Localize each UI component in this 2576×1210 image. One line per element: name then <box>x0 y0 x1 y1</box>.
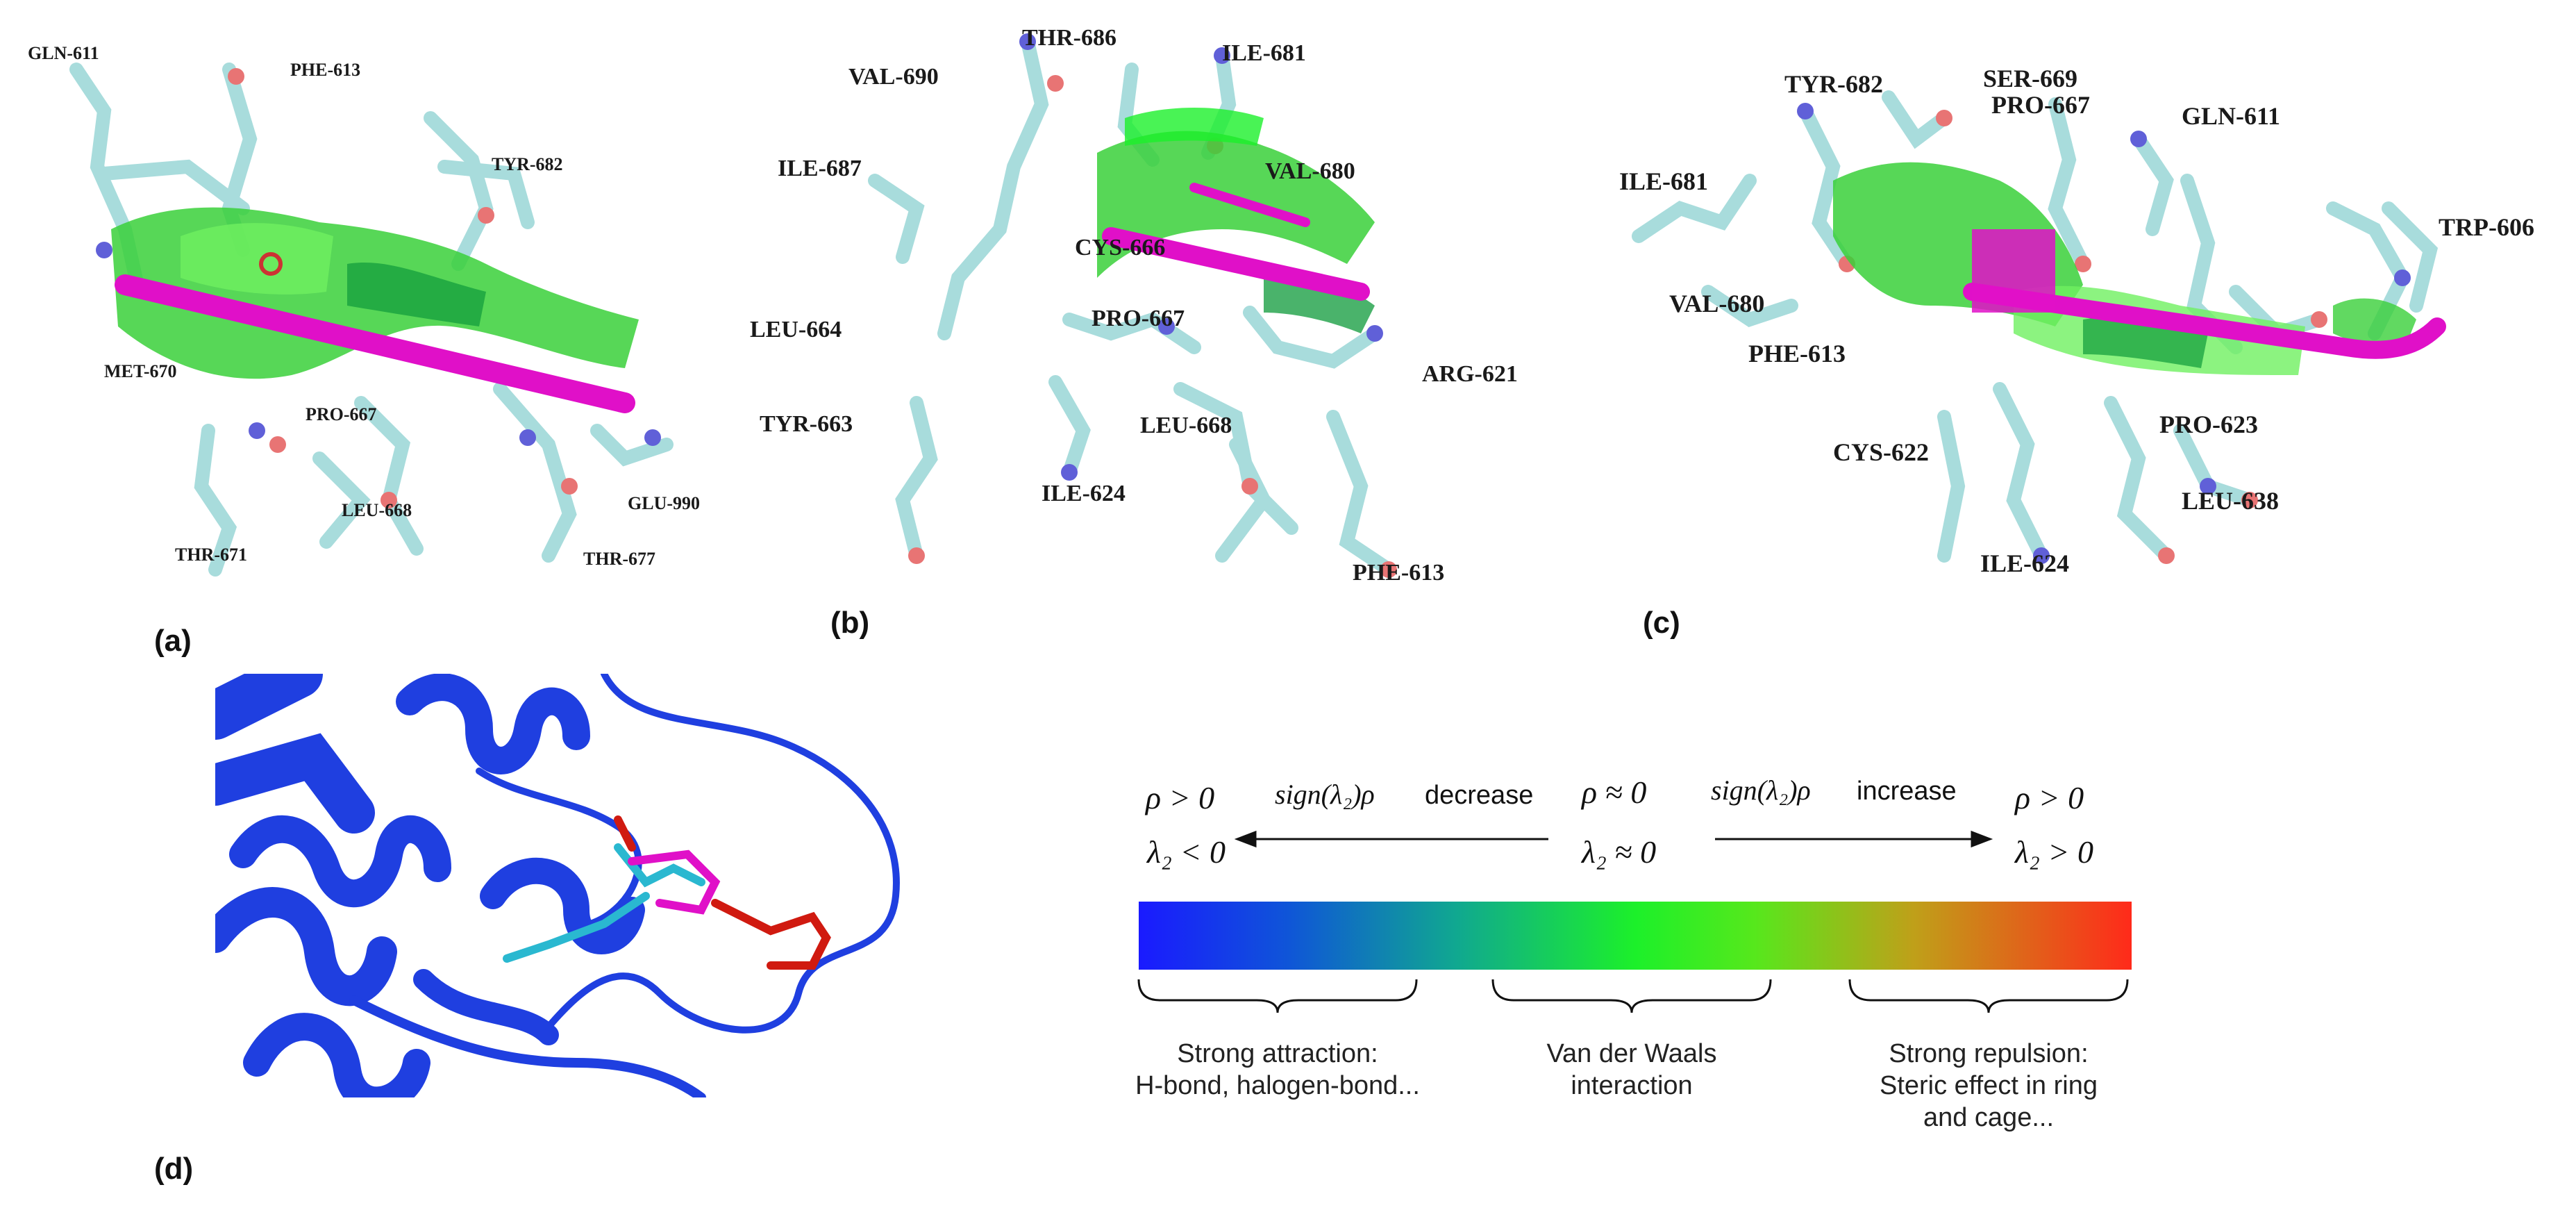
panel-a-molecule-render <box>69 63 674 577</box>
residue-label-val-680: VAL-680 <box>1669 290 1765 317</box>
residue-label-trp-606: TRP-606 <box>2439 213 2534 241</box>
panel-c-molecule-render <box>1632 90 2446 564</box>
residue-label-ile-624: ILE-624 <box>1980 549 2070 577</box>
residue-label-phe-613: PHE-613 <box>290 60 361 80</box>
residue-label-thr-686: THR-686 <box>1022 25 1116 51</box>
panel-c-label: (c) <box>1643 606 1680 640</box>
panel-d <box>215 674 944 1097</box>
residue-label-cys-666: CYS-666 <box>1075 235 1166 260</box>
residue-label-cys-622: CYS-622 <box>1833 438 1930 466</box>
residue-label-tyr-682: TYR-682 <box>492 154 563 174</box>
residue-label-pro-623: PRO-623 <box>2159 411 2258 438</box>
residue-label-ile-687: ILE-687 <box>778 156 862 181</box>
legend-left-rho: ρ > 0 <box>1146 780 1215 815</box>
panel-b: THR-686 ILE-681 VAL-690 ILE-687 VAL-680 … <box>736 0 1569 611</box>
arrow-left-math: sign(λ₂)ρ <box>1275 779 1375 810</box>
residue-label-phe-613: PHE-613 <box>1748 340 1846 367</box>
panel-a: GLN-611 PHE-613 TYR-682 MET-670 PRO-667 … <box>0 0 764 611</box>
residue-label-gln-611: GLN-611 <box>2182 102 2281 130</box>
residue-label-arg-621: ARG-621 <box>1422 361 1518 387</box>
nci-colorbar <box>1139 902 2132 970</box>
residue-label-glu-990: GLU-990 <box>628 493 700 513</box>
residue-label-ile-681: ILE-681 <box>1619 167 1709 195</box>
residue-label-val-680: VAL-680 <box>1265 158 1355 184</box>
residue-label-leu-668: LEU-668 <box>1140 413 1232 438</box>
residue-label-tyr-682: TYR-682 <box>1784 70 1883 98</box>
residue-label-val-690: VAL-690 <box>848 64 939 90</box>
residue-label-ile-681: ILE-681 <box>1222 40 1306 66</box>
panel-d-label: (d) <box>154 1152 194 1186</box>
legend-right-rho: ρ > 0 <box>2015 780 2084 815</box>
panel-a-label: (a) <box>154 624 192 658</box>
residue-label-leu-668: LEU-668 <box>342 500 412 520</box>
residue-label-thr-677: THR-677 <box>583 549 655 569</box>
legend-right-lambda: λ₂ > 0 <box>2015 834 2093 870</box>
panel-b-label: (b) <box>830 606 870 640</box>
arrow-left-word: decrease <box>1425 781 1534 810</box>
arrow-right-math: sign(λ₂)ρ <box>1711 774 1811 806</box>
desc-vdw: Van der Waals interaction <box>1546 1039 1717 1100</box>
residue-label-ser-669: SER-669 <box>1983 65 2078 92</box>
residue-label-leu-638: LEU-638 <box>2182 487 2280 515</box>
residue-label-gln-611: GLN-611 <box>28 43 99 63</box>
residue-label-ile-624: ILE-624 <box>1042 481 1126 506</box>
legend-left-lambda: λ₂ < 0 <box>1147 834 1226 870</box>
residue-label-phe-613: PHE-613 <box>1353 560 1445 586</box>
residue-label-leu-664: LEU-664 <box>750 317 842 342</box>
arrow-right-word: increase <box>1857 777 1957 806</box>
panel-b-molecule-render <box>868 33 1397 578</box>
residue-label-pro-667: PRO-667 <box>306 404 377 424</box>
panel-c: TYR-682 SER-669 PRO-667 GLN-611 ILE-681 … <box>1583 0 2576 611</box>
residue-label-tyr-663: TYR-663 <box>760 411 853 437</box>
legend-center-rho: ρ ≈ 0 <box>1582 774 1647 810</box>
residue-label-thr-671: THR-671 <box>175 545 247 565</box>
legend-center-lambda: λ₂ ≈ 0 <box>1582 834 1657 870</box>
residue-label-met-670: MET-670 <box>104 361 177 381</box>
desc-attraction: Strong attraction: H-bond, halogen-bond.… <box>1135 1039 1420 1100</box>
residue-label-pro-667: PRO-667 <box>1991 91 2090 119</box>
desc-repulsion: Strong repulsion: Steric effect in ring … <box>1879 1039 2098 1132</box>
panel-d-protein-render <box>215 674 900 1097</box>
residue-label-pro-667: PRO-667 <box>1092 306 1185 331</box>
